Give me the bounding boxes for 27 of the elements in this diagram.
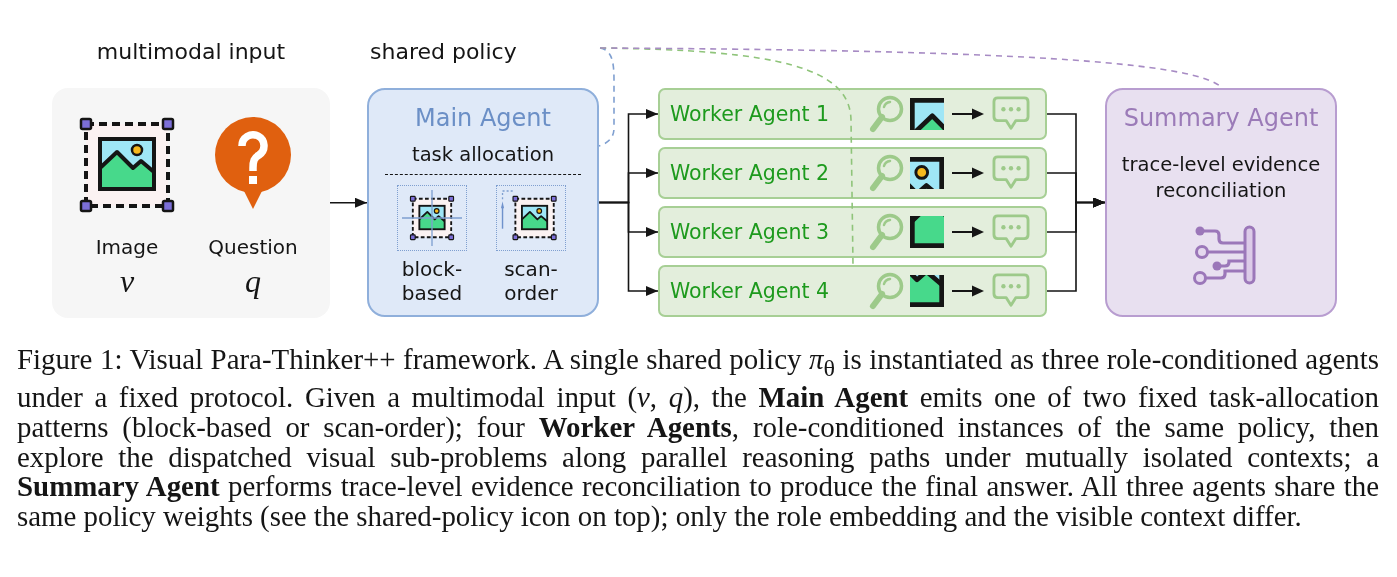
worker-box — [658, 88, 1047, 140]
agent-box — [367, 88, 599, 317]
figure-caption: Figure 1: Visual Para-Thinker++ framework. A single shared policy π$_{θ}$ is instantiated as three role-conditioned agents under a fixed protocol. Given a multimodal input (v, q), the Main Agent emits one of two fixed task-allocation patterns (block-based or scan-order); four Worker Agents, role-conditioned instances of the same policy, then explore the dispatched visual sub-problems along parallel reasoning paths under mutually isolated contexts; a Summary Agent performs trace-level evidence reconciliation to produce the final answer. All three agents share the same policy weights (see the shared-policy icon on top); only the role embedding and the visible context differ. — [17, 345, 1379, 532]
agent-box — [1105, 88, 1337, 317]
input-label: Image — [95, 234, 159, 260]
arrow — [1046, 197, 1106, 292]
panel-heading: multimodal input — [96, 38, 286, 66]
agent-description: trace-level evidence reconciliation — [1120, 151, 1322, 204]
agent-title: Main Agent — [415, 103, 551, 133]
worker-title: Worker Agent 3 — [670, 219, 829, 245]
worker-title: Worker Agent 2 — [670, 160, 829, 186]
worker-box — [658, 265, 1047, 317]
dashed-connector — [598, 47, 615, 147]
arrow — [329, 197, 368, 208]
policy-label: shared policy — [370, 38, 517, 66]
strategy-label: scan- order — [503, 257, 559, 305]
variable-symbol: q — [245, 263, 261, 299]
worker-title: Worker Agent 1 — [670, 101, 829, 127]
input-label: Question — [208, 234, 298, 260]
worker-title: Worker Agent 4 — [670, 278, 829, 304]
agent-description: task allocation — [412, 141, 554, 168]
worker-box — [658, 147, 1047, 199]
worker-box — [658, 206, 1047, 258]
strategy-label: block- based — [400, 257, 464, 305]
arrow — [598, 201, 659, 296]
agent-title: Summary Agent — [1123, 103, 1319, 133]
variable-symbol: v — [119, 263, 135, 299]
